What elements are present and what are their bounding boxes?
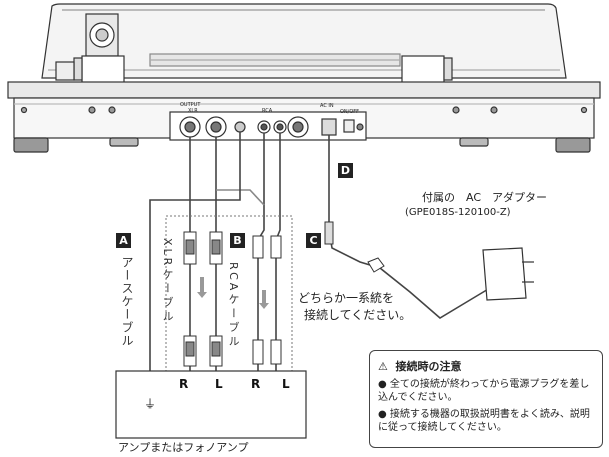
caution-item: ● 全ての接続が終わってから電源プラグを差し込んでください。 [378, 378, 596, 404]
caution-title-text: 接続時の注意 [395, 360, 462, 373]
caution-item-text-2: 接続する機器の取扱説明書をよく読み、説明に従って接続してください。 [378, 409, 590, 433]
rca-cable-label: RCAケーブル [227, 262, 240, 350]
adapter-title: 付属の AC アダプター [422, 191, 548, 204]
one-system-line1: どちらか一系統を [298, 291, 395, 305]
channel-label-xlr-l: L [215, 377, 223, 391]
caution-title: ⚠ 接続時の注意 [378, 358, 462, 374]
panel-label-acin: AC IN [320, 103, 334, 109]
badge-c: C [306, 233, 321, 248]
badge-d: D [338, 163, 353, 178]
bullet-icon: ● [378, 409, 387, 420]
ground-cable-label: アースケーブル [120, 256, 134, 347]
adapter-model: (GPE018S-120100-Z) [405, 207, 511, 218]
panel-label-xlr: XLR [188, 108, 198, 114]
down-arrows [197, 277, 269, 309]
panel-label-output: OUTPUT [180, 102, 201, 108]
channel-label-xlr-r: R [179, 377, 189, 391]
channel-label-rca-r: R [251, 377, 261, 391]
one-system-line2: 接続してください。 [304, 308, 412, 322]
amp-label: アンプまたはフォノアンプ [118, 441, 249, 454]
cable-group-box [165, 215, 293, 375]
bullet-icon: ● [378, 379, 387, 390]
caution-item: ● 接続する機器の取扱説明書をよく読み、説明に従って接続してください。 [378, 408, 596, 434]
panel-label-rca: RCA [262, 108, 273, 114]
caution-item-text-1: 全ての接続が終わってから電源プラグを差し込んでください。 [378, 379, 590, 403]
badge-a: A [116, 233, 131, 248]
rear-panel [169, 111, 367, 141]
caution-box: ⚠ 接続時の注意 ● 全ての接続が終わってから電源プラグを差し込んでください。 … [369, 350, 603, 448]
plugs [183, 221, 385, 367]
ground-icon: ⏚ [144, 397, 157, 411]
ac-adapter [482, 247, 534, 301]
badge-b: B [230, 233, 245, 248]
xlr-cable-label: XLRケーブル [161, 238, 174, 325]
amplifier-box [115, 370, 307, 439]
warning-icon: ⚠ [378, 360, 388, 373]
panel-label-power: ON/OFF [340, 109, 360, 115]
channel-label-rca-l: L [282, 377, 290, 391]
